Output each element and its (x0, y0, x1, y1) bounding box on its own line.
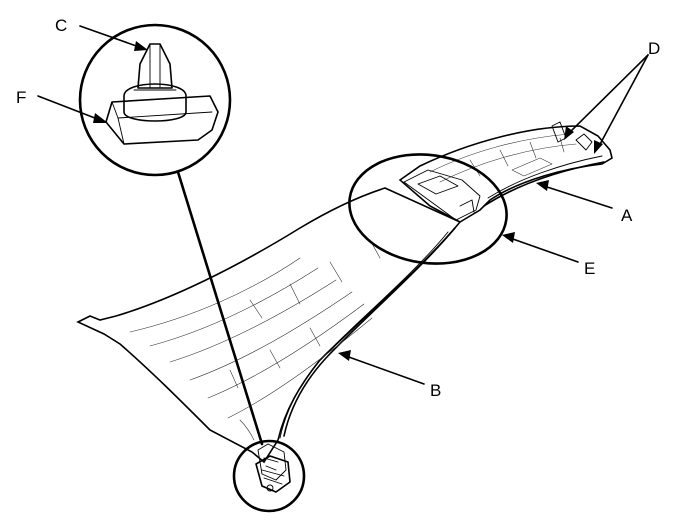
leader-lines (37, 25, 649, 385)
lower-clip-circle (232, 439, 306, 513)
callout-f: F (16, 88, 26, 107)
magnified-clip-detail (78, 23, 232, 177)
callout-a: A (621, 206, 633, 225)
upper-trim-a (398, 121, 613, 223)
detail-connector-line (176, 170, 264, 446)
callout-c: C (55, 16, 67, 35)
pillar-trim-b (76, 187, 462, 481)
callout-b: B (430, 381, 441, 400)
lower-clip (255, 455, 291, 493)
detail-ellipse-e (348, 153, 508, 265)
callout-d: D (648, 39, 660, 58)
callout-e: E (584, 259, 595, 278)
